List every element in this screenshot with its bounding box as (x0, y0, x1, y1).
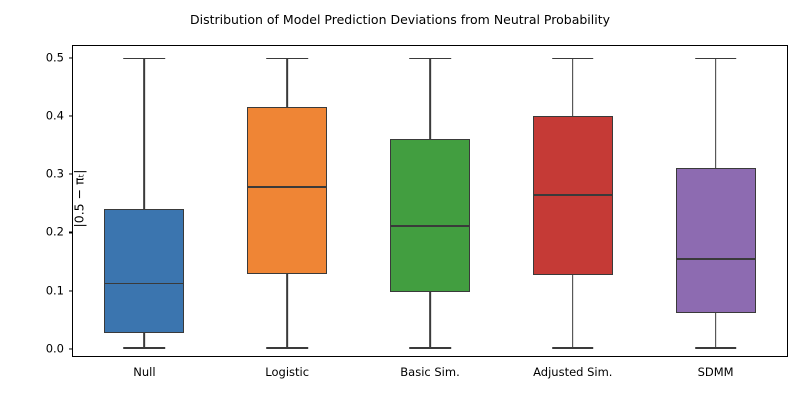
median-line (532, 194, 613, 196)
box-iqr (675, 168, 756, 313)
y-tick-label: 0.0 (45, 341, 64, 356)
y-tick-label: 0.5 (45, 49, 64, 64)
box-plot-item (73, 46, 787, 356)
y-tick-label: 0.4 (45, 108, 64, 123)
whisker-upper (714, 57, 717, 169)
y-tick-mark (68, 115, 73, 117)
whisker-cap-lower (552, 347, 594, 350)
whisker-lower (714, 312, 717, 348)
box-plot-item (73, 46, 787, 356)
x-tick-label-sdmm: SDMM (697, 364, 734, 379)
plot-inner (73, 46, 787, 356)
box-iqr (390, 139, 470, 292)
whisker-cap-upper (123, 57, 166, 60)
whisker-cap-upper (409, 57, 451, 60)
y-tick-mark (68, 348, 73, 350)
x-tick-label-logistic: Logistic (265, 364, 310, 379)
whisker-cap-upper (266, 57, 308, 60)
y-tick-label: 0.3 (45, 166, 64, 181)
box-plot-item (73, 46, 787, 356)
whisker-lower (571, 275, 574, 348)
y-tick-mark (68, 173, 73, 175)
whisker-lower (429, 291, 431, 348)
x-tick-label-adjusted-sim: Adjusted Sim. (533, 364, 613, 379)
median-line (675, 258, 756, 260)
box-plot-item (73, 46, 787, 356)
whisker-cap-lower (266, 347, 308, 350)
median-line (104, 282, 185, 285)
y-tick-mark (68, 231, 73, 233)
x-tick-label-null: Null (133, 364, 156, 379)
whisker-cap-upper (694, 57, 737, 60)
whisker-upper (143, 57, 146, 210)
whisker-lower (286, 273, 289, 348)
y-tick-label: 0.1 (45, 282, 64, 297)
whisker-upper (429, 57, 431, 140)
whisker-cap-lower (694, 347, 737, 350)
whisker-cap-lower (123, 347, 166, 350)
x-tick-label-basic-sim: Basic Sim. (400, 364, 460, 379)
y-tick-label: 0.2 (45, 224, 64, 239)
box-iqr (247, 107, 328, 274)
box-plot-item (73, 46, 787, 356)
median-line (247, 186, 328, 189)
whisker-upper (286, 57, 289, 108)
y-tick-mark (68, 290, 73, 292)
chart-title: Distribution of Model Prediction Deviati… (189, 12, 611, 27)
whisker-cap-upper (552, 57, 594, 60)
box-iqr (104, 209, 185, 333)
median-line (390, 224, 470, 227)
y-tick-mark (68, 57, 73, 59)
whisker-cap-lower (409, 347, 451, 350)
whisker-lower (143, 332, 146, 348)
whisker-upper (571, 57, 574, 116)
